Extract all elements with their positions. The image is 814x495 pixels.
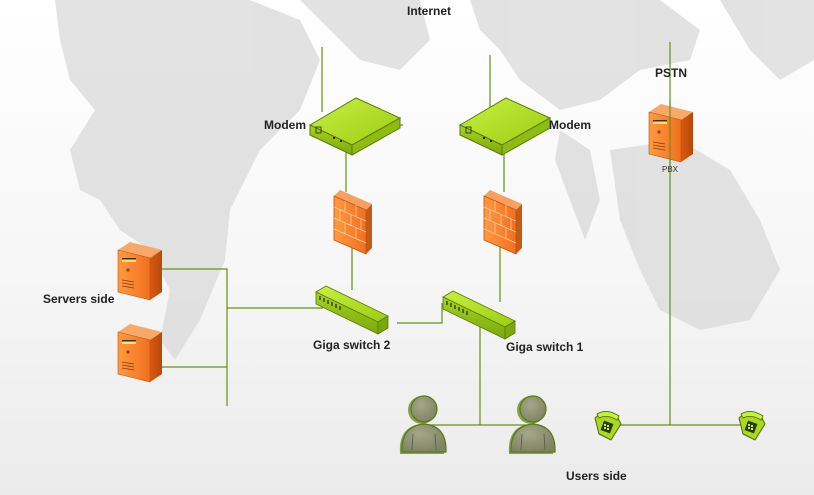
- world-map-background: [55, 0, 814, 360]
- giga-switch-2-label: Giga switch 2: [313, 338, 391, 352]
- modem-right-label: Modem: [549, 118, 591, 132]
- giga-switch-1-label: Giga switch 1: [506, 340, 584, 354]
- phone-1[interactable]: [594, 411, 622, 441]
- link-server1: [162, 268, 228, 406]
- user-2[interactable]: [508, 395, 556, 454]
- internet-label: Internet: [407, 4, 452, 18]
- user-1[interactable]: [399, 395, 447, 454]
- servers-side-label: Servers side: [43, 292, 115, 306]
- giga-switch-1[interactable]: [442, 290, 516, 340]
- phone-2[interactable]: [738, 411, 766, 441]
- link-switch2-switch1: [397, 303, 443, 324]
- pbx-server[interactable]: [648, 102, 693, 164]
- modem-left-label: Modem: [264, 118, 306, 132]
- modem-right[interactable]: [458, 97, 552, 156]
- giga-switch-2[interactable]: [315, 285, 389, 335]
- modem-left[interactable]: [308, 97, 402, 156]
- server-2[interactable]: [117, 324, 162, 383]
- firewall-left[interactable]: [333, 190, 372, 255]
- pbx-label: PBX: [662, 165, 679, 174]
- users-side-label: Users side: [566, 469, 627, 483]
- pstn-label: PSTN: [655, 66, 688, 80]
- firewall-right[interactable]: [483, 190, 522, 255]
- server-1[interactable]: [117, 242, 162, 301]
